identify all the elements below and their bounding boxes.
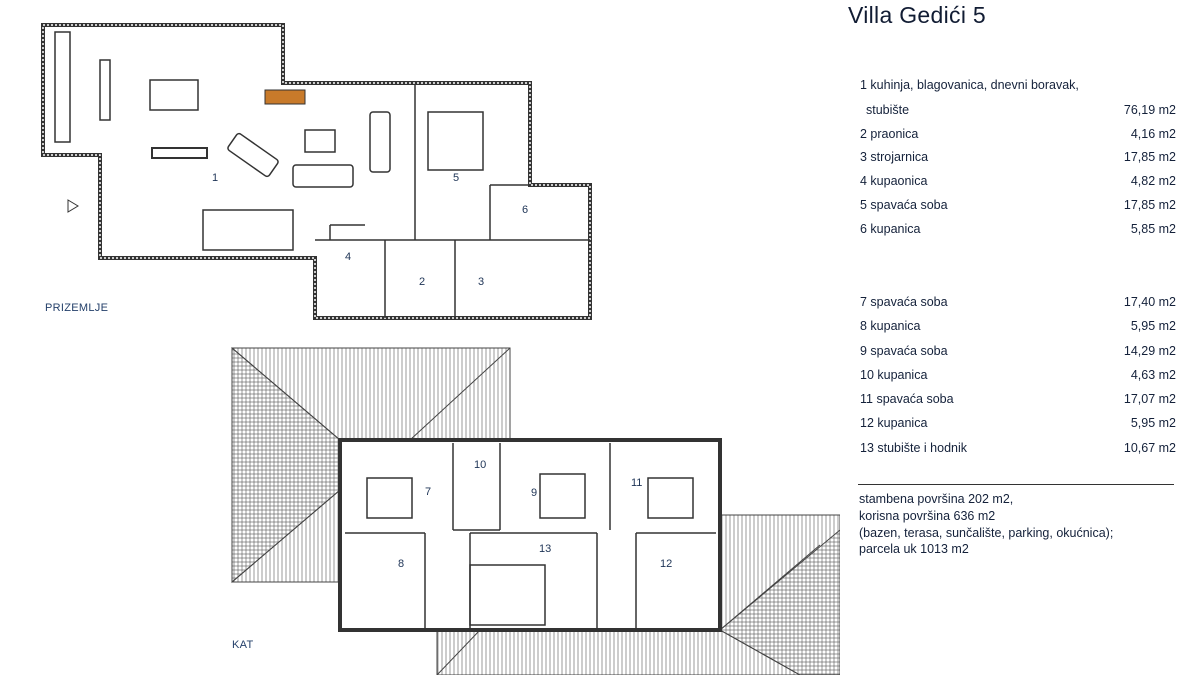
summary-line: parcela uk 1013 m2 [859,542,969,556]
room-row: 10 kupanica 4,63 m2 [860,368,1176,384]
room-number: 11 [631,477,642,489]
room-row: 12 kupanica 5,95 m2 [860,416,1176,432]
ground-floor-label: PRIZEMLJE [45,302,109,314]
room-label: 1 kuhinja, blagovanica, dnevni boravak, [860,78,1079,92]
room-number: 9 [531,487,537,499]
room-area: 14,29 m2 [1123,344,1176,358]
room-number: 12 [660,558,672,570]
upper-floor-plan: 7 8 9 10 11 12 13 [338,438,722,632]
room-row: 8 kupanica 5,95 m2 [860,319,1176,335]
room-label: 11 spavaća soba [860,392,954,406]
room-row: 11 spavaća soba 17,07 m2 [860,392,1176,408]
room-number: 5 [453,172,459,184]
upper-floor-label: KAT [232,639,254,651]
room-label: 7 spavaća soba [860,295,948,309]
room-label: stubište [866,103,910,117]
room-row: 2 praonica 4,16 m2 [860,127,1176,143]
room-area: 76,19 m2 [1123,103,1176,117]
room-label: 5 spavaća soba [860,198,948,212]
floor-plans: 1 2 3 4 5 6 [41,23,840,675]
room-area: 4,82 m2 [1130,174,1176,188]
summary-line: stambena površina 202 m2, [859,492,1014,506]
summary-line: (bazen, terasa, sunčalište, parking, oku… [859,526,1114,540]
room-label: 6 kupanica [860,222,921,236]
room-area: 17,07 m2 [1123,392,1176,406]
room-area: 5,85 m2 [1130,222,1176,236]
entrance-arrow-icon [67,199,79,213]
room-area: 17,85 m2 [1123,198,1176,212]
room-area: 4,16 m2 [1130,127,1176,141]
room-area: 10,67 m2 [1123,441,1176,455]
room-row: 7 spavaća soba 17,40 m2 [860,295,1176,311]
room-number: 3 [478,276,484,288]
room-row: 1 kuhinja, blagovanica, dnevni boravak, [860,78,1176,94]
room-label: 3 strojarnica [860,150,929,164]
room-number: 7 [425,486,431,498]
room-label: 9 spavaća soba [860,344,948,358]
room-row: 6 kupanica 5,85 m2 [860,222,1176,238]
room-row: 13 stubište i hodnik 10,67 m2 [860,441,1176,457]
divider [858,484,1174,485]
page-title: Villa Gedići 5 [848,2,987,28]
ground-floor-plan: 1 2 3 4 5 6 [41,23,592,320]
room-label: 10 kupanica [860,368,928,382]
room-label: 2 praonica [860,127,919,141]
room-label: 8 kupanica [860,319,921,333]
room-number: 6 [522,204,528,216]
room-number: 1 [212,172,218,184]
room-label: 13 stubište i hodnik [860,441,968,455]
room-row: stubište 76,19 m2 [860,103,1176,119]
room-area: 5,95 m2 [1130,319,1176,333]
room-area: 17,85 m2 [1123,150,1176,164]
room-row: 5 spavaća soba 17,85 m2 [860,198,1176,214]
room-number: 13 [539,543,551,555]
room-area: 17,40 m2 [1123,295,1176,309]
room-label: 4 kupaonica [860,174,928,188]
room-row: 4 kupaonica 4,82 m2 [860,174,1176,190]
room-number: 2 [419,276,425,288]
room-area: 4,63 m2 [1130,368,1176,382]
room-number: 10 [474,459,486,471]
room-number: 4 [345,251,351,263]
room-area: 5,95 m2 [1130,416,1176,430]
summary-line: korisna površina 636 m2 [859,509,996,523]
room-row: 9 spavaća soba 14,29 m2 [860,344,1176,360]
room-row: 3 strojarnica 17,85 m2 [860,150,1176,166]
room-label: 12 kupanica [860,416,928,430]
room-number: 8 [398,558,404,570]
